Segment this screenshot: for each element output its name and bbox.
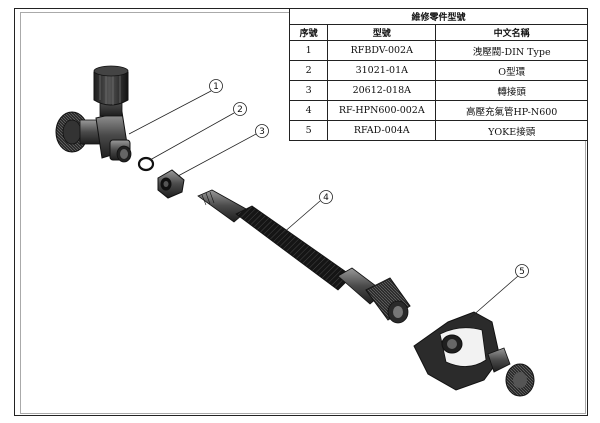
table-row: 2 31021-01A O型環 — [288, 60, 588, 81]
callout-4-number: 4 — [323, 193, 329, 203]
cell-name: 轉接頭 — [435, 80, 588, 101]
header-serial: 序號 — [288, 24, 329, 41]
cell-name: YOKE接頭 — [435, 120, 588, 141]
callout-2: 2 — [149, 102, 247, 161]
callout-1-number: 1 — [213, 82, 219, 92]
cell-name: 高壓充氣管HP-N600 — [435, 100, 588, 121]
parts-table: 維修零件型號 序號 型號 中文名稱 1 RFBDV-002A 洩壓閥-DIN T… — [288, 8, 588, 141]
callout-4: 4 — [281, 190, 333, 235]
cell-model: RFAD-004A — [327, 120, 437, 141]
table-row: 1 RFBDV-002A 洩壓閥-DIN Type — [288, 40, 588, 61]
parts-table-title-row: 維修零件型號 — [289, 8, 588, 25]
parts-table-title: 維修零件型號 — [289, 8, 588, 25]
cell-model: RFBDV-002A — [327, 40, 437, 61]
cell-serial: 2 — [288, 60, 329, 81]
part-2-o-ring — [137, 156, 155, 172]
table-row: 5 RFAD-004A YOKE接頭 — [288, 120, 588, 141]
part-3-adapter — [157, 169, 185, 199]
cell-serial: 1 — [288, 40, 329, 61]
cell-serial: 5 — [288, 120, 329, 141]
cell-model: 20612-018A — [327, 80, 437, 101]
cell-name: O型環 — [435, 60, 588, 81]
parts-table-header-row: 序號 型號 中文名稱 — [288, 24, 588, 41]
part-1-bleed-valve — [55, 65, 132, 163]
table-row: 3 20612-018A 轉接頭 — [288, 80, 588, 101]
part-5-yoke-adapter — [413, 311, 535, 397]
cell-model: 31021-01A — [327, 60, 437, 81]
cell-name: 洩壓閥-DIN Type — [435, 40, 588, 61]
callout-3: 3 — [177, 124, 269, 177]
part-4-hp-hose — [197, 189, 411, 324]
header-chinese-name: 中文名稱 — [435, 24, 588, 41]
cell-serial: 4 — [288, 100, 329, 121]
callout-5: 5 — [469, 264, 529, 319]
cell-serial: 3 — [288, 80, 329, 101]
callout-2-number: 2 — [237, 105, 243, 115]
callout-5-number: 5 — [519, 267, 525, 277]
callout-3-number: 3 — [259, 127, 265, 137]
table-row: 4 RF-HPN600-002A 高壓充氣管HP-N600 — [288, 100, 588, 121]
cell-model: RF-HPN600-002A — [327, 100, 437, 121]
callout-1: 1 — [128, 79, 223, 135]
header-model: 型號 — [327, 24, 437, 41]
